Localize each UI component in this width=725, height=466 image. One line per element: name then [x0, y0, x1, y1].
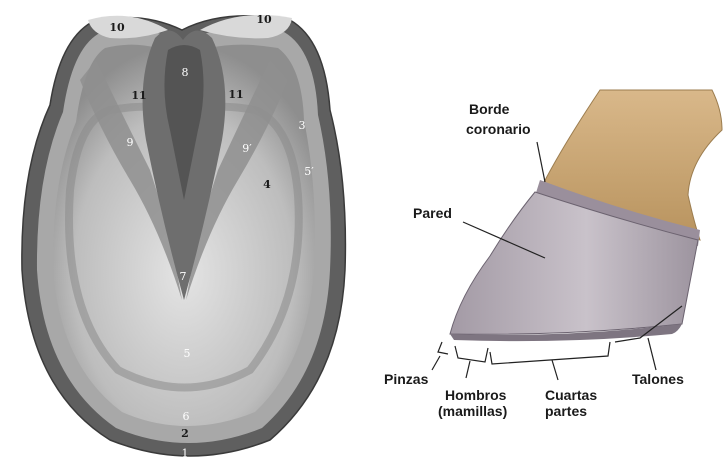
label-partes: partes [545, 403, 587, 419]
leader-pinzas [432, 356, 440, 370]
label-pared: Pared [413, 205, 452, 221]
bracket-pinzas [438, 342, 448, 354]
bracket-hombros [455, 346, 488, 362]
label-2: 2 [181, 427, 189, 440]
label-cuartas: Cuartas [545, 387, 597, 403]
label-3: 3 [299, 119, 306, 132]
label-mamillas: (mamillas) [438, 403, 507, 419]
label-6: 6 [183, 410, 190, 423]
label-pinzas: Pinzas [384, 371, 429, 387]
label-11-right: 11 [228, 88, 243, 101]
sole-view: 10 10 8 11 11 9 9′ 3 5′ 4 7 5 6 2 1 [22, 13, 346, 460]
label-5: 5 [184, 347, 191, 360]
label-10-left: 10 [109, 21, 125, 34]
label-hombros: Hombros [445, 387, 507, 403]
label-talones: Talones [632, 371, 684, 387]
hoof-side-view: Borde coronario Pared Pinzas Hombros (ma… [384, 90, 722, 419]
leader-borde [537, 142, 545, 182]
label-9-right: 9′ [242, 142, 252, 155]
leader-talones [648, 338, 656, 370]
label-10-right: 10 [256, 13, 272, 26]
label-7: 7 [180, 270, 187, 283]
label-coronario: coronario [466, 121, 531, 137]
label-5-right: 5′ [304, 165, 314, 178]
label-9-left: 9 [127, 136, 134, 149]
label-8: 8 [182, 66, 189, 79]
leader-hombros [466, 361, 470, 378]
leader-cuartas [552, 360, 558, 380]
label-borde: Borde [469, 101, 510, 117]
bracket-cuartas [490, 342, 610, 364]
label-4: 4 [263, 178, 271, 191]
label-1: 1 [182, 447, 189, 460]
label-11-left: 11 [131, 89, 146, 102]
